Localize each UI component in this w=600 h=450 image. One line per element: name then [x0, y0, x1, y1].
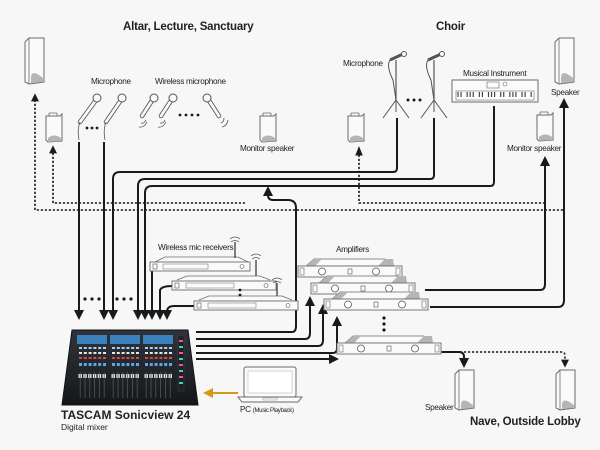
wireless-receiver-2-icon: [171, 253, 277, 291]
label-monitor-speaker-right: Monitor speaker: [507, 144, 562, 153]
laptop-pc-icon: [236, 366, 304, 403]
label-monitor-speaker-left: Monitor speaker: [240, 144, 295, 153]
line-choir-mic-1: [108, 118, 398, 320]
label-microphone-wired: Microphone: [91, 77, 131, 86]
signal-lines: [74, 98, 569, 368]
ellipsis-choir-mics: [406, 98, 422, 102]
line-instrument: [140, 106, 495, 320]
wired-microphone-1-icon: [77, 93, 102, 141]
wireless-microphone-2-icon: [157, 93, 178, 128]
feed-monitor-left: [49, 145, 245, 204]
wireless-receiver-3-icon: [193, 277, 299, 311]
line-mixer-to-monitor-left: [196, 186, 297, 333]
line-mixer-to-amp-1: [196, 296, 315, 340]
nave-speaker-right-icon: [555, 369, 576, 411]
label-speaker-nave: Speaker: [425, 403, 454, 412]
wireless-receiver-1-icon: [149, 236, 251, 272]
line-mixer-to-amp-3: [196, 316, 342, 354]
speaker-feed-lines: [31, 93, 569, 368]
zone-title-nave: Nave, Outside Lobby: [470, 416, 581, 428]
musical-instrument-keyboard-icon: [451, 79, 539, 103]
monitor-speaker-altar-left-icon: [45, 112, 63, 143]
line-amp-to-monitor-right: [425, 156, 550, 291]
ellipsis-wireless-mics: [178, 113, 200, 117]
main-speaker-left-icon: [24, 37, 45, 85]
monitor-speaker-choir-icon: [536, 111, 554, 142]
label-amplifiers: Amplifiers: [336, 245, 369, 254]
label-pc-name: PC: [240, 405, 251, 414]
nave-speaker-left-icon: [454, 369, 475, 411]
zone-title-altar: Altar, Lecture, Sanctuary: [123, 21, 254, 33]
line-mixer-to-amp-2: [196, 304, 328, 347]
line-amp-to-nave-speaker: [442, 351, 469, 368]
feed-main-speaker-left: [31, 93, 563, 211]
mixer-screen: [77, 335, 107, 344]
choir-mic-stand-2-icon: [420, 51, 448, 119]
ellipsis-mics: [85, 126, 99, 130]
amplifier-4-icon: [336, 335, 442, 355]
label-pc: PC (Music Playback): [240, 405, 294, 414]
main-speaker-right-icon: [554, 37, 575, 85]
choir-mic-stand-1-icon: [382, 51, 410, 119]
label-speaker-right: Speaker: [551, 88, 580, 97]
ellipsis-amplifiers: [382, 316, 386, 332]
label-musical-instrument: Musical Instrument: [463, 69, 527, 78]
label-wireless-receivers: Wireless mic receivers: [158, 243, 234, 252]
label-wireless-microphone: Wireless microphone: [155, 77, 226, 86]
line-receiver-3: [162, 305, 194, 320]
amplifiers-group: [297, 258, 442, 355]
amplifier-2-icon: [310, 275, 416, 295]
amplifier-3-icon: [323, 291, 429, 311]
mixer-screen: [143, 335, 173, 344]
label-microphone-choir: Microphone: [343, 59, 383, 68]
label-pc-note: (Music Playback): [252, 408, 294, 414]
mixer-screen: [110, 335, 140, 344]
line-receiver-2: [155, 285, 173, 320]
wireless-microphone-1-icon: [138, 93, 159, 128]
feed-monitor-choir: [355, 146, 545, 204]
ellipsis-dots-lines: [83, 297, 133, 301]
wireless-microphone-3-icon: [202, 93, 229, 128]
monitor-speaker-choir-left-icon: [347, 112, 365, 143]
mixer-type: Digital mixer: [61, 422, 108, 432]
line-choir-mic-2: [133, 118, 435, 320]
mixer-name: TASCAM Sonicview 24: [61, 408, 191, 422]
line-amp-to-speaker-right: [430, 98, 569, 308]
wired-microphone-2-icon: [103, 93, 127, 141]
feed-nave-right: [400, 351, 569, 368]
amplifier-1-icon: [297, 258, 403, 278]
zone-title-choir: Choir: [436, 21, 466, 33]
monitor-speaker-altar-icon: [259, 112, 277, 143]
digital-mixer-icon: [61, 329, 199, 406]
